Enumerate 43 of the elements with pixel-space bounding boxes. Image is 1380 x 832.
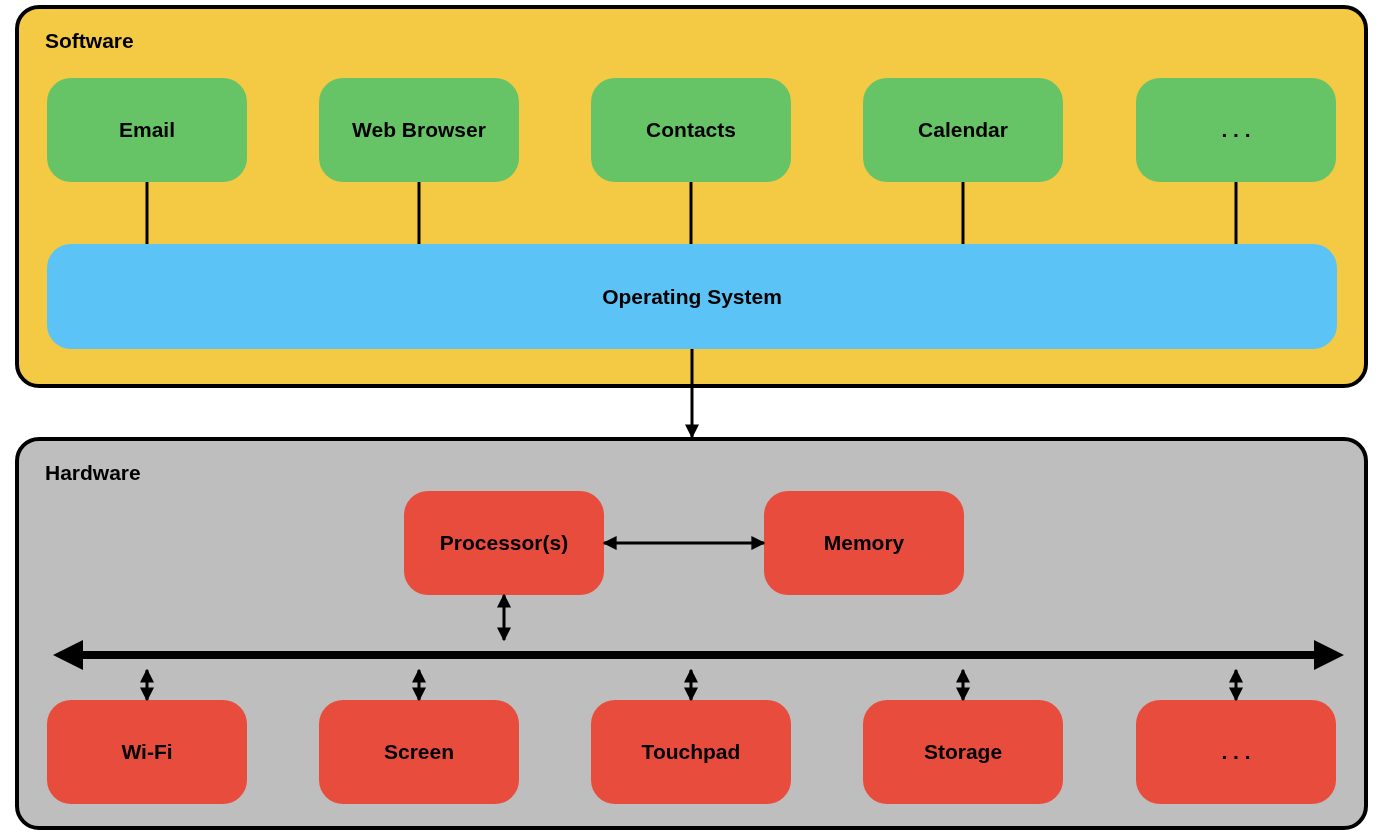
connector-line — [961, 182, 965, 244]
box-label: Email — [119, 118, 175, 142]
arrow — [140, 668, 154, 702]
arrow — [1229, 668, 1243, 702]
box-label: Contacts — [646, 118, 736, 142]
box-label: Touchpad — [641, 740, 741, 764]
box-label: . . . — [1221, 740, 1251, 764]
connector-line — [1234, 182, 1238, 244]
connector-line — [417, 182, 421, 244]
arrow — [412, 668, 426, 702]
component-box — [319, 700, 519, 804]
component-box — [591, 78, 791, 182]
arrow — [497, 593, 511, 642]
box-label: Screen — [383, 740, 454, 764]
component-box — [47, 700, 247, 804]
arrow — [685, 349, 699, 439]
component-box — [47, 244, 1337, 349]
component-box — [1136, 78, 1336, 182]
arrow — [956, 668, 970, 702]
arrow — [602, 536, 766, 550]
box-label: Calendar — [918, 118, 1008, 142]
component-box — [404, 491, 604, 595]
component-box — [591, 700, 791, 804]
component-box — [863, 700, 1063, 804]
component-box — [1136, 700, 1336, 804]
box-label: Wi-Fi — [121, 740, 173, 764]
connector-line — [689, 182, 693, 244]
component-box — [47, 78, 247, 182]
panel-heading: Software — [45, 29, 134, 53]
box-label: Operating System — [602, 284, 782, 309]
box-label: Storage — [923, 740, 1003, 764]
box-label: Web Browser — [352, 118, 486, 142]
group-panel — [15, 437, 1368, 830]
group-panel — [15, 5, 1368, 388]
component-box — [764, 491, 964, 595]
box-label: Memory — [823, 531, 905, 555]
component-box — [319, 78, 519, 182]
component-box — [863, 78, 1063, 182]
box-label: Processor(s) — [439, 531, 569, 555]
panel-heading: Hardware — [45, 461, 141, 485]
arrow — [684, 668, 698, 702]
connector-line — [145, 182, 149, 244]
box-label: . . . — [1221, 118, 1251, 142]
